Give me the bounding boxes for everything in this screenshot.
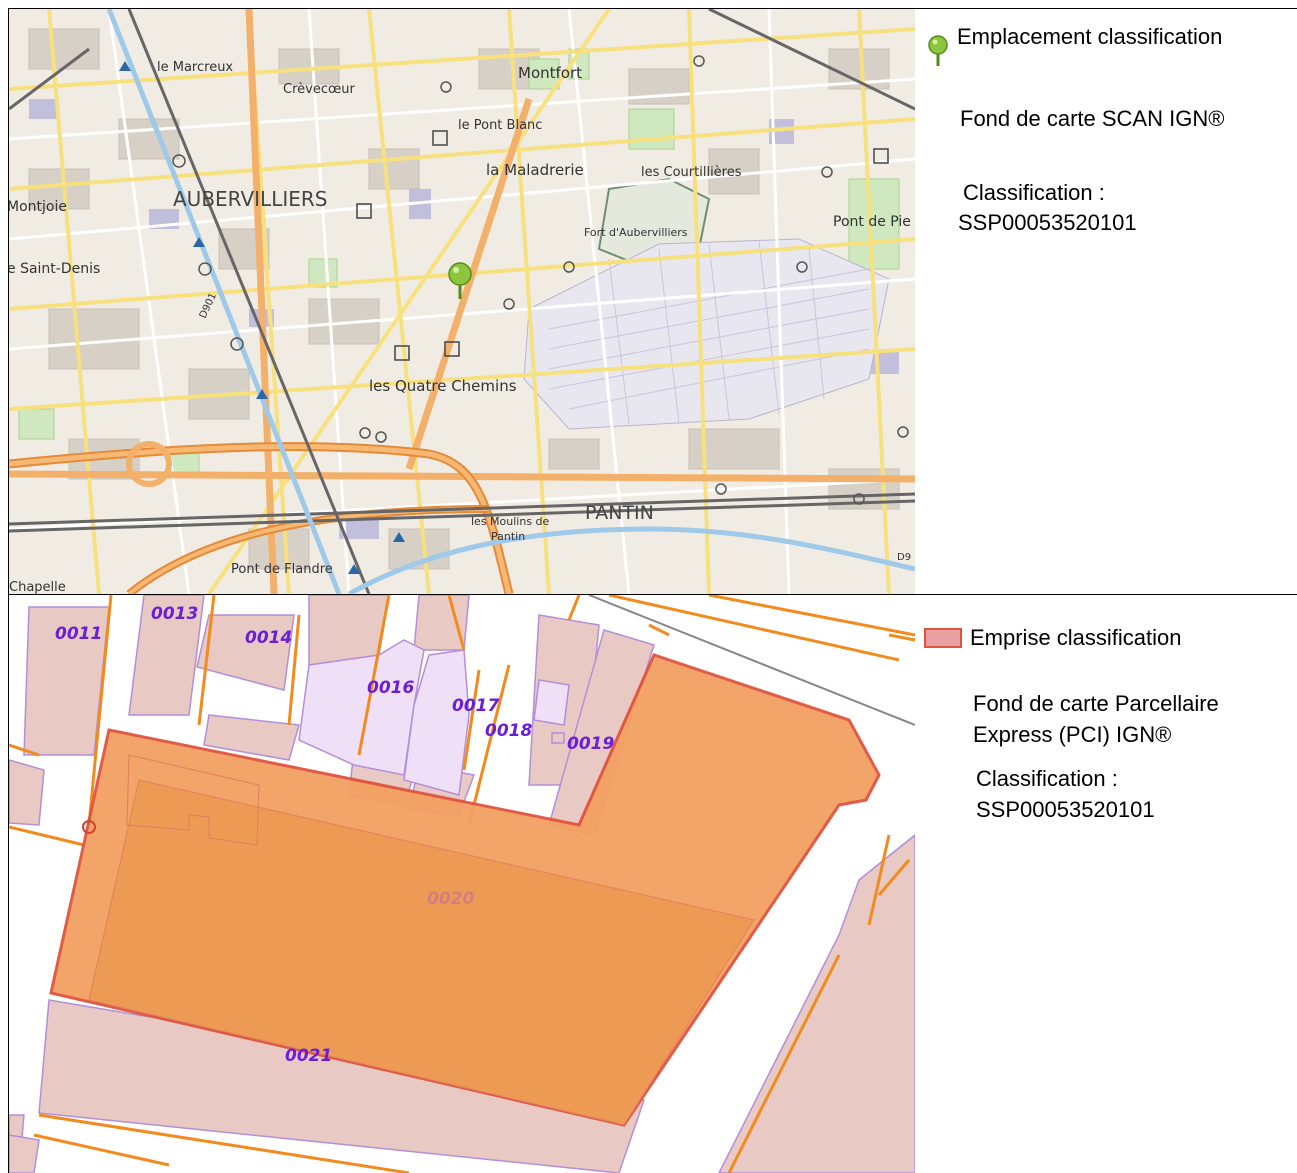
place-moulins-line1: les Moulins de bbox=[471, 515, 550, 528]
place-le-marcreux: le Marcreux bbox=[157, 60, 233, 75]
location-legend-label: Emplacement classification bbox=[957, 24, 1223, 49]
parcel-label-0020: 0020 bbox=[427, 889, 474, 909]
place-pantin: PANTIN bbox=[585, 502, 654, 524]
road-label-d9: D9 bbox=[897, 552, 911, 563]
parcel-label-0013: 0013 bbox=[151, 604, 198, 624]
footprint-swatch-icon bbox=[924, 628, 962, 648]
boundary-point-icon bbox=[82, 820, 96, 834]
location-map[interactable]: le Marcreux Crèvecœur Montfort le Pont B… bbox=[9, 9, 915, 594]
parcel-label-0019: 0019 bbox=[567, 734, 614, 754]
parcel-label-0018: 0018 bbox=[485, 721, 532, 741]
place-aubervilliers: AUBERVILLIERS bbox=[173, 187, 327, 211]
bottom-classification-id: SSP00053520101 bbox=[976, 797, 1155, 822]
place-la-maladrerie: la Maladrerie bbox=[486, 161, 584, 179]
parcel-0014[interactable] bbox=[196, 614, 295, 691]
parcel-label-0016: 0016 bbox=[367, 678, 414, 698]
place-pont-de-pie: Pont de Pie bbox=[833, 214, 911, 230]
place-fort-aubervilliers: Fort d'Aubervilliers bbox=[584, 226, 688, 239]
panel-divider bbox=[8, 594, 1297, 595]
place-crevecoeur: Crèvecœur bbox=[283, 82, 356, 97]
place-saint-denis: e Saint-Denis bbox=[9, 261, 100, 277]
parcel-label-0014: 0014 bbox=[245, 628, 292, 648]
place-moulins-line2: Pantin bbox=[491, 530, 525, 543]
place-le-pont-blanc: le Pont Blanc bbox=[458, 118, 542, 133]
bottom-basemap-line1: Fond de carte Parcellaire bbox=[973, 691, 1219, 716]
cadastral-map[interactable]: 0011 0013 0014 0016 0017 0018 0019 0020 … bbox=[9, 595, 915, 1173]
bottom-classification-label: Classification : bbox=[976, 766, 1118, 791]
location-marker-legend-icon bbox=[928, 35, 948, 66]
parcel-label-0011: 0011 bbox=[55, 624, 102, 644]
location-marker-icon[interactable] bbox=[448, 262, 472, 299]
cadastral-map-svg: 0011 0013 0014 0016 0017 0018 0019 0020 … bbox=[9, 595, 915, 1173]
location-map-svg: le Marcreux Crèvecœur Montfort le Pont B… bbox=[9, 9, 915, 594]
footprint-legend-label: Emprise classification bbox=[970, 625, 1182, 650]
parcel-0011[interactable] bbox=[23, 606, 110, 756]
place-les-quatre-chemins: les Quatre Chemins bbox=[369, 377, 517, 395]
place-montfort: Montfort bbox=[518, 64, 582, 82]
place-montjoie: Montjoie bbox=[9, 199, 67, 215]
parcel-label-0017: 0017 bbox=[452, 696, 499, 716]
place-chapelle: Chapelle bbox=[9, 580, 66, 594]
place-les-courtillieres: les Courtillières bbox=[641, 165, 742, 180]
top-basemap-label: Fond de carte SCAN IGN® bbox=[960, 106, 1225, 131]
parcel-label-0021: 0021 bbox=[285, 1046, 332, 1066]
top-classification-label: Classification : bbox=[963, 180, 1105, 205]
top-classification-id: SSP00053520101 bbox=[958, 210, 1137, 235]
bottom-basemap-line2: Express (PCI) IGN® bbox=[973, 722, 1172, 747]
place-pont-de-flandre: Pont de Flandre bbox=[231, 562, 333, 577]
